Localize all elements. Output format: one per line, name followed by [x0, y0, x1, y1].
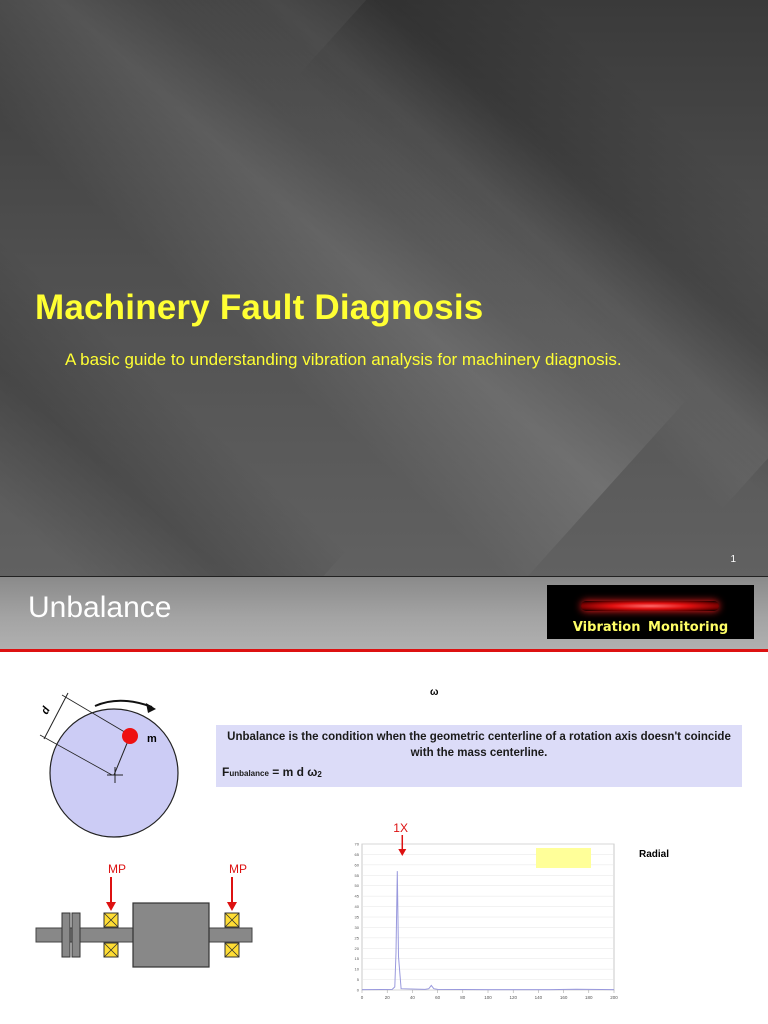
background-streak — [296, 0, 768, 546]
slide-title: Machinery Fault Diagnosis — [35, 288, 484, 327]
unbalance-diagram: d m MP MP — [35, 692, 253, 968]
spectrum-series-line — [361, 871, 615, 991]
y-tick-label: 5 — [357, 977, 360, 982]
peak-1x-label: 1X — [393, 821, 408, 835]
dimension-line — [43, 692, 69, 740]
slide-subtitle: A basic guide to understanding vibration… — [65, 350, 622, 369]
peak-arrowhead-icon — [398, 849, 407, 856]
vibration-monitoring-logo: Vibration Monitoring — [547, 585, 754, 639]
mp-label: MP — [229, 862, 247, 876]
background-streak — [52, 0, 768, 511]
title-slide: Machinery Fault Diagnosis A basic guide … — [0, 0, 768, 577]
dimension-extension-line — [61, 694, 129, 735]
bearing-icon — [103, 912, 119, 958]
y-tick-label: 20 — [355, 946, 360, 951]
logo-text: Vibration Monitoring — [572, 620, 729, 635]
x-tick-label: 0 — [361, 995, 364, 1000]
x-tick-label: 200 — [610, 995, 618, 1000]
rotor-body — [132, 902, 210, 968]
m-label: m — [147, 733, 157, 745]
laser-glow-icon — [581, 601, 719, 611]
definition-text: Unbalance is the condition when the geom… — [227, 731, 731, 759]
unbalance-mass — [122, 728, 138, 744]
coupling — [61, 912, 71, 958]
y-tick-label: 45 — [355, 894, 360, 899]
x-tick-label: 80 — [460, 995, 466, 1000]
page-number: 1 — [730, 554, 736, 565]
y-tick-label: 50 — [355, 883, 360, 888]
dimension-extension-line — [39, 734, 113, 776]
x-tick-label: 180 — [585, 995, 593, 1000]
d-label: d — [39, 705, 53, 717]
x-tick-label: 100 — [484, 995, 492, 1000]
mp-arrowhead-icon — [227, 902, 237, 911]
vibration-spectrum-chart: 0 5 10 15 20 25 30 35 40 45 50 55 60 65 70 0 20 40 60 80 100… — [355, 821, 619, 1000]
y-tick-label: 35 — [355, 915, 360, 920]
y-tick-label: 40 — [355, 904, 360, 909]
y-tick-label: 70 — [355, 842, 360, 847]
y-tick-label: 30 — [355, 925, 360, 930]
formula-subscript: unbalance — [229, 769, 269, 778]
bearing-icon — [224, 912, 240, 958]
x-tick-label: 140 — [535, 995, 543, 1000]
x-tick-label: 160 — [560, 995, 568, 1000]
y-tick-label: 55 — [355, 873, 360, 878]
radial-label: Radial — [639, 849, 670, 860]
omega-label: ω — [430, 687, 439, 698]
x-tick-label: 20 — [385, 995, 391, 1000]
rotor-disc — [49, 708, 179, 838]
mp-arrowhead-icon — [106, 902, 116, 911]
y-tick-label: 25 — [355, 935, 360, 940]
unbalance-formula: Funbalance = m d ω2 — [222, 765, 322, 779]
definition-box: Unbalance is the condition when the geom… — [216, 725, 742, 787]
y-tick-label: 65 — [355, 852, 360, 857]
unbalance-slide: Unbalance Vibration Monitoring ω Unbalan… — [0, 577, 768, 1024]
formula-superscript: 2 — [317, 770, 322, 779]
y-tick-label: 10 — [355, 967, 360, 972]
y-tick-label: 15 — [355, 956, 360, 961]
x-tick-label: 120 — [509, 995, 517, 1000]
highlight-box — [536, 848, 591, 868]
rotation-arrowhead-icon — [146, 703, 156, 713]
formula-prefix: F — [222, 765, 230, 779]
coupling — [71, 912, 81, 958]
y-tick-label: 60 — [355, 862, 360, 867]
y-tick-label: 0 — [357, 988, 360, 993]
slide-header: Unbalance Vibration Monitoring — [0, 577, 768, 652]
x-tick-label: 60 — [435, 995, 441, 1000]
background-streak — [0, 81, 348, 576]
formula-body: = m d ω — [268, 765, 318, 779]
x-tick-label: 40 — [410, 995, 416, 1000]
slide-title: Unbalance — [28, 591, 172, 624]
mp-label: MP — [108, 862, 126, 876]
